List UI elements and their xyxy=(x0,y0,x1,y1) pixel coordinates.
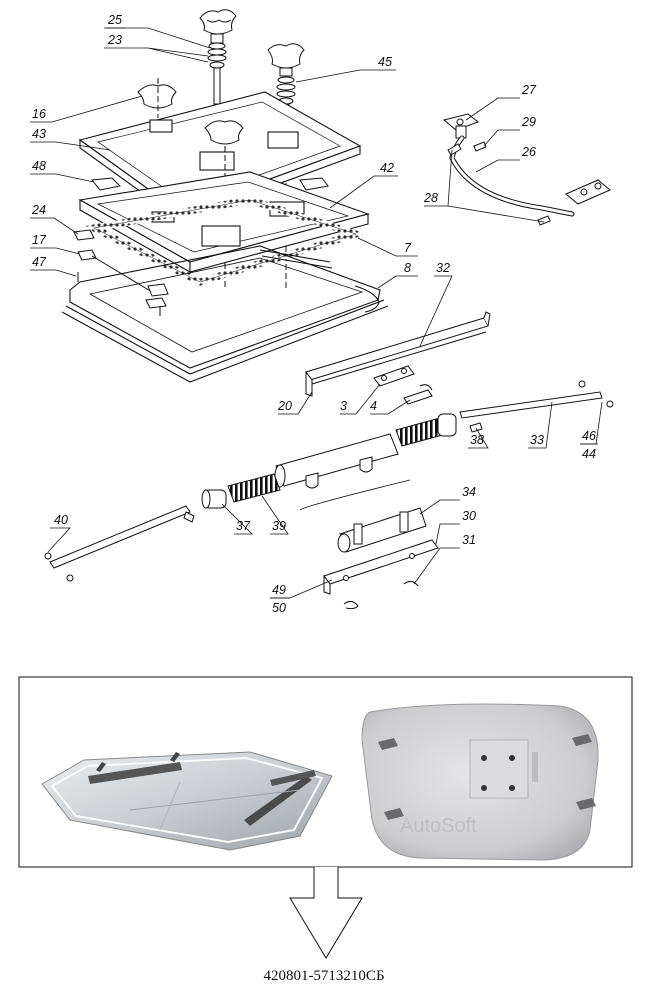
callout-17: 17 xyxy=(32,233,47,247)
callout-20: 20 xyxy=(277,399,292,413)
callout-43: 43 xyxy=(32,127,46,141)
callout-30: 30 xyxy=(462,509,476,523)
callout-39: 39 xyxy=(272,519,286,533)
callout-42: 42 xyxy=(380,161,394,175)
callout-29: 29 xyxy=(521,115,536,129)
tube-34-bracket-30 xyxy=(323,507,439,610)
callout-16: 16 xyxy=(32,107,46,121)
stay-26 xyxy=(442,113,611,226)
photo-hatch-interior xyxy=(41,751,333,851)
autosoft-watermark: AutoSoft xyxy=(400,815,477,837)
callout-8: 8 xyxy=(404,261,411,275)
callout-34: 34 xyxy=(462,485,476,499)
photo-hatch-exterior: AutoSoft xyxy=(361,703,599,861)
leader-lines xyxy=(30,27,603,599)
callout-labels: 25 23 45 16 43 48 42 24 17 47 7 8 27 29 … xyxy=(31,13,598,615)
callout-48: 48 xyxy=(32,159,46,173)
rail-32-20 xyxy=(305,311,491,397)
callout-25: 25 xyxy=(107,13,122,27)
photo-panel: AutoSoft xyxy=(18,676,633,868)
callout-44: 44 xyxy=(582,447,596,461)
callout-50: 50 xyxy=(272,601,286,615)
seal-7 xyxy=(83,196,368,286)
callout-26: 26 xyxy=(521,145,536,159)
torsion-tube xyxy=(201,413,457,511)
callout-46: 46 xyxy=(582,429,596,443)
callout-49: 49 xyxy=(272,583,286,597)
callout-38: 38 xyxy=(470,433,484,447)
callout-40: 40 xyxy=(54,513,68,527)
callout-47: 47 xyxy=(32,255,47,269)
assembly-part-number: 420801-5713210СБ xyxy=(263,968,385,984)
hinge-parts xyxy=(73,229,169,316)
callout-7: 7 xyxy=(404,241,412,255)
plate-3 xyxy=(373,365,433,405)
callout-3: 3 xyxy=(340,399,347,413)
callout-32: 32 xyxy=(436,261,450,275)
knob-25 xyxy=(199,9,237,150)
down-arrow-icon xyxy=(289,867,363,959)
knob-16 xyxy=(137,78,177,118)
callout-24: 24 xyxy=(31,203,46,217)
rod-33 xyxy=(459,380,614,433)
callout-23: 23 xyxy=(107,33,122,47)
callout-27: 27 xyxy=(521,83,537,97)
bracket-48 xyxy=(91,177,329,191)
rod-40 xyxy=(44,505,195,582)
callout-33: 33 xyxy=(530,433,544,447)
frame-8 xyxy=(61,245,389,383)
callout-31: 31 xyxy=(462,533,476,547)
callout-28: 28 xyxy=(423,191,438,205)
callout-4: 4 xyxy=(370,399,377,413)
callout-45: 45 xyxy=(378,55,392,69)
callout-37: 37 xyxy=(236,519,251,533)
